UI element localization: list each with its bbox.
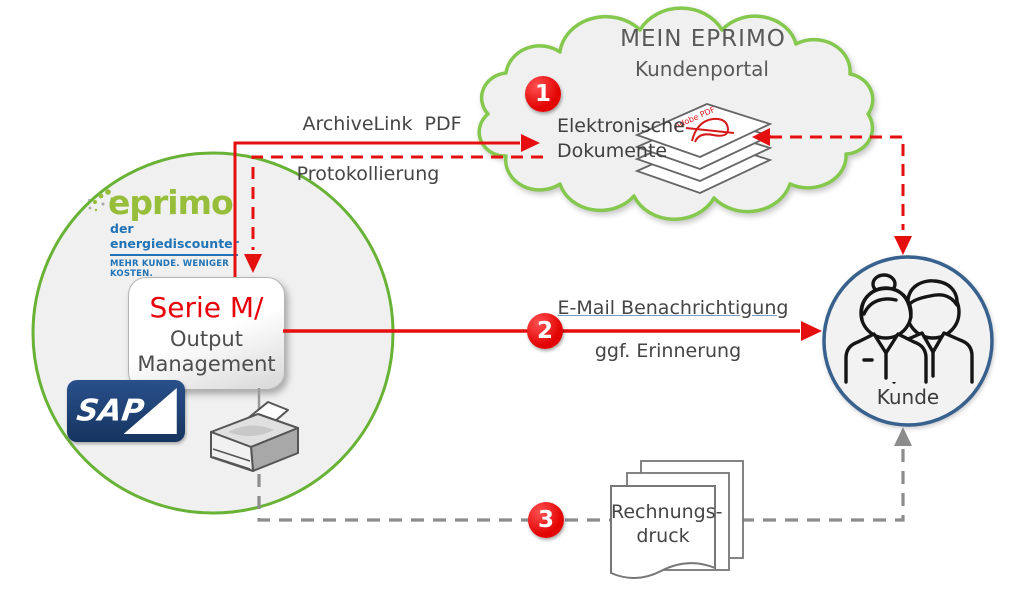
eprimo-logo: eprimo der energiediscounter MEHR KUNDE.… [86,186,246,279]
eprimo-brand-text: eprimo [108,183,234,222]
portal-subtitle: Kundenportal [635,57,769,81]
protokollierung-label: Protokollierung [296,163,440,185]
output-label: Output [170,326,243,351]
portal-customer-arrow [752,128,912,255]
customer-label: Kunde [876,385,940,409]
printer-icon [210,401,299,472]
eprimo-slogan: MEHR KUNDE. WENIGER KOSTEN. [110,259,229,279]
email-notification-label: E-Mail Benachrichtigung [557,297,789,319]
invoice-print-line2: druck [636,525,690,547]
invoice-print-label: Rechnungs- druck [611,500,723,548]
eprimo-tagline: der energiediscounter [110,221,239,251]
print-arrowhead-icon [894,427,912,446]
step-badge-1: 1 [525,76,561,112]
portal-title: MEIN EPRIMO [620,26,786,52]
eprimo-dots-icon [87,189,114,212]
archivelink-arrowhead-icon [521,134,540,152]
step-badge-2: 2 [527,313,563,349]
sap-logo: SAP [67,380,185,442]
invoice-print-line1: Rechnungs- [611,501,723,523]
archivelink-label: ArchiveLink PDF [302,113,462,135]
archivelink-arrow [233,134,540,277]
serie-m-title: Serie M/ [149,290,264,324]
step-badge-3: 3 [528,502,564,538]
protokollierung-arrow [244,155,543,273]
invoice-stack-icon [610,460,744,579]
email-arrowhead-icon [801,321,822,341]
eprimo-divider [110,254,238,256]
electronic-documents-line2: Dokumente [557,140,668,162]
customers-icon [844,273,974,384]
reminder-label: ggf. Erinnerung [594,340,742,362]
portal-arrowhead-down-icon [894,236,912,255]
serie-m-output-management-box: Serie M/ Output Management [128,277,285,390]
portal-cloud-shape [477,6,875,221]
protokollierung-arrowhead-icon [244,254,262,273]
electronic-documents-label: Elektronische Dokumente [557,114,685,164]
print-path-arrow [257,427,912,522]
portal-arrowhead-left-icon [752,128,770,146]
electronic-documents-line1: Elektronische [557,115,685,137]
management-label: Management [137,351,276,376]
adobe-pdf-swirl-icon [685,117,735,143]
